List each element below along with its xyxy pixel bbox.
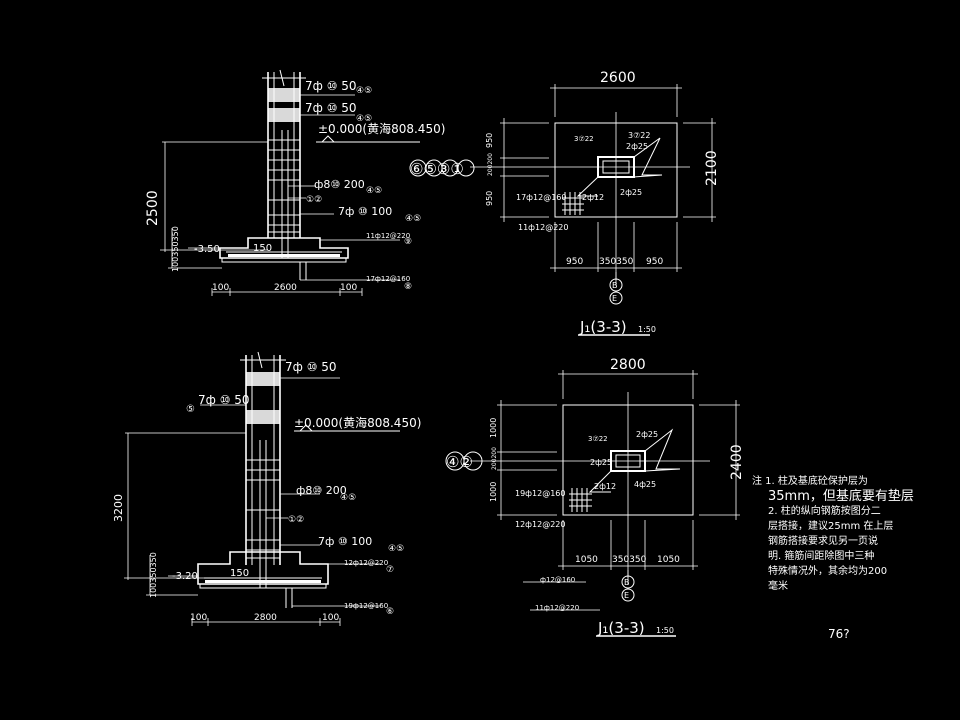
rebar-label: 7ф ⑩ 50: [305, 101, 357, 115]
note-line: 层搭接，建议25mm 在上层: [768, 521, 894, 532]
cover-label: 150: [253, 243, 272, 254]
stirrup-label: ф8⑩ 200: [314, 178, 365, 191]
plan2-width: 2800: [610, 357, 646, 373]
plan2-bottom-dim: 1050: [657, 555, 680, 565]
rebar-label: 7ф ⑩ 50: [285, 360, 337, 374]
plan1-bottom-dim: 950: [646, 257, 663, 267]
note-line: 特殊情况外，其余均为200: [768, 566, 888, 577]
plan2-bottom-dim: 350350: [612, 555, 647, 565]
height-dimension: 3200: [112, 494, 125, 522]
axis-bubble-label: B: [624, 578, 630, 587]
main-bar-tag: ①②: [306, 195, 322, 205]
plan1-label: 2ф25: [626, 142, 648, 151]
plan1-bar-tags: ⑥⑤③①: [410, 160, 464, 178]
base-left-dim: 100: [190, 613, 207, 623]
plan1-bottom-dim: 350350: [599, 257, 634, 267]
rebar-tag: ⑤: [186, 404, 195, 415]
mesh-bottom-label: 19ф12@160: [344, 602, 388, 610]
plan-drawing-2: [445, 370, 740, 637]
mesh-top-label: 12ф12@220: [344, 559, 388, 567]
plan2-label: 12ф12@220: [515, 520, 565, 529]
note-line: 明. 箍筋间距除图中三种: [768, 551, 875, 562]
plan1-left-dim: 200200: [487, 153, 494, 176]
cover-label: 150: [230, 568, 249, 579]
plan2-label: 3⑦22: [588, 435, 608, 443]
base-left-dim: 100: [212, 283, 229, 293]
section-drawing-1: [160, 69, 420, 296]
base-right-dim: 100: [340, 283, 357, 293]
plan1-bottom-dim: 950: [566, 257, 583, 267]
rebar-tag: ④⑤: [356, 86, 372, 96]
plan2-left-dim: 1000: [489, 418, 498, 438]
plan2-label: 2ф25: [636, 430, 658, 439]
plan2-bottom-dim: 1050: [575, 555, 598, 565]
depth-label: -3.50: [194, 244, 220, 255]
mesh-bottom-tag: ⑧: [404, 282, 412, 292]
axis-bubble-label: E: [624, 591, 629, 600]
base-right-dim: 100: [322, 613, 339, 623]
main-bar-tag: ①②: [288, 515, 304, 525]
rebar-tag: ④⑤: [356, 114, 372, 124]
note-line: 2. 柱的纵向钢筋按图分二: [768, 506, 881, 517]
plan2-label: 4ф25: [634, 480, 656, 489]
stirrup-tag-2: ④⑤: [405, 214, 421, 224]
plan1-label: 11ф12@220: [518, 223, 568, 232]
step-dimensions: 100350350: [171, 226, 180, 272]
plan-drawing-1: [409, 84, 716, 336]
plan1-label: 17ф12@160: [516, 193, 566, 202]
plan2-left-dim: 200200: [491, 447, 498, 470]
height-dimension: 2500: [145, 190, 161, 226]
plan1-label: 2ф12: [582, 193, 604, 202]
mesh-bottom-label: 17ф12@160: [366, 275, 410, 283]
base-width-dim: 2600: [274, 283, 297, 293]
note-line: 钢筋搭接要求见另一页说: [768, 536, 878, 547]
step-dimensions: 100350350: [149, 552, 158, 598]
mesh-top-tag: ⑨: [404, 237, 412, 247]
stirrup-label-2: 7ф ⑩ 100: [318, 535, 372, 548]
elevation-label: ±0.000(黄海808.450): [318, 121, 445, 136]
plan1-height: 2100: [704, 150, 720, 186]
stirrup-tag: ④⑤: [340, 493, 356, 503]
plan2-extra-label: ф12@160: [540, 576, 575, 584]
plan1-title: J₁(3-3): [579, 318, 627, 336]
plan1-label: 2ф25: [620, 188, 642, 197]
note-line: 注 1. 柱及基底砼保护层为: [752, 476, 868, 487]
stirrup-tag-2: ④⑤: [388, 544, 404, 554]
plan1-scale: 1:50: [638, 325, 656, 334]
plan2-label: 19ф12@160: [515, 489, 565, 498]
page-number: 76?: [828, 627, 850, 641]
plan1-label: 3⑦22: [574, 135, 594, 143]
plan1-label: 3⑦22: [628, 131, 650, 140]
plan1-left-dim: 950: [485, 133, 494, 148]
axis-bubble-label: B: [612, 281, 618, 290]
stirrup-tag: ④⑤: [366, 186, 382, 196]
plan2-label: 2ф12: [594, 482, 616, 491]
depth-label: -3.20: [172, 571, 198, 582]
axis-bubble-label: E: [612, 294, 617, 303]
rebar-label: 7ф ⑩ 50: [305, 79, 357, 93]
section-drawing-2: [124, 351, 400, 626]
note-line: 毫米: [768, 581, 788, 592]
stirrup-label: ф8⑩ 200: [296, 484, 347, 497]
plan2-left-dim: 1000: [489, 482, 498, 502]
plan2-height: 2400: [729, 444, 745, 480]
plan2-extra-label: 11ф12@220: [535, 604, 579, 612]
mesh-top-label: 11ф12@220: [366, 232, 410, 240]
plan1-left-dim: 950: [485, 191, 494, 206]
mesh-top-tag: ⑦: [386, 565, 394, 575]
note-line: 35mm，但基底要有垫层: [768, 489, 914, 504]
mesh-bottom-tag: ⑥: [386, 607, 394, 617]
rebar-label: 7ф ⑩ 50: [198, 393, 250, 407]
general-notes: 注 1. 柱及基底砼保护层为 35mm，但基底要有垫层 2. 柱的纵向钢筋按图分…: [752, 474, 952, 594]
elevation-label: ±0.000(黄海808.450): [294, 415, 421, 430]
base-width-dim: 2800: [254, 613, 277, 623]
stirrup-label-2: 7ф ⑩ 100: [338, 205, 392, 218]
plan2-bar-tags: ④②: [446, 453, 473, 471]
plan1-width: 2600: [600, 70, 636, 86]
plan2-title: J₁(3-3): [597, 619, 645, 637]
plan2-scale: 1:50: [656, 626, 674, 635]
plan2-label: 2ф25: [590, 458, 612, 467]
